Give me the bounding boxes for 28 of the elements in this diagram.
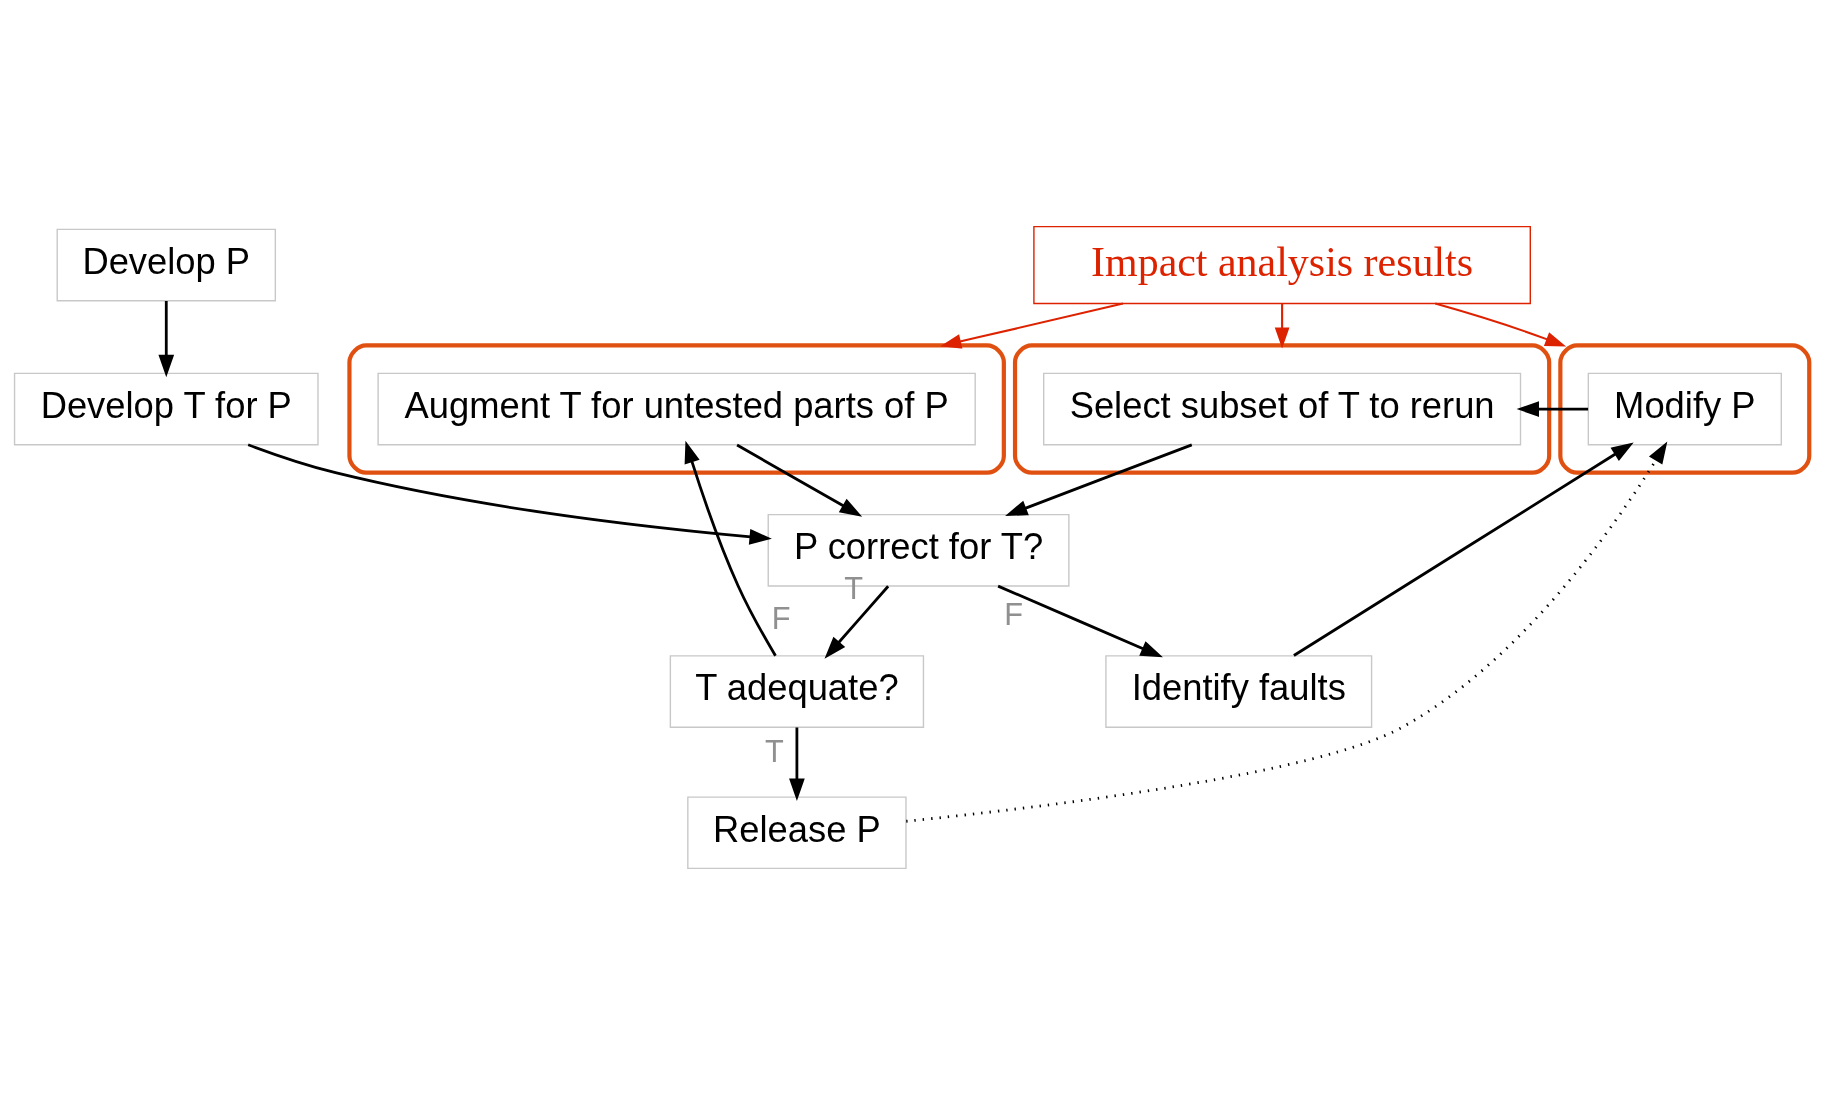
cluster xyxy=(1558,342,1812,475)
edge-label: F xyxy=(771,600,791,636)
node-box: Augment T for untested parts of P xyxy=(377,372,976,445)
node-box: Select subset of T to rerun xyxy=(1043,372,1522,445)
arrow xyxy=(1293,442,1634,657)
node-box: Release P xyxy=(687,795,907,869)
node-box: Develop T for P xyxy=(13,372,319,445)
arrow xyxy=(684,440,777,656)
arrow xyxy=(1434,302,1567,347)
arrow xyxy=(940,302,1124,349)
arrow xyxy=(1274,303,1290,349)
arrow xyxy=(906,440,1668,823)
edge-label: T xyxy=(765,733,784,769)
node-box: T adequate? xyxy=(669,654,925,728)
node-box: Impact analysis results xyxy=(1033,225,1531,304)
arrow xyxy=(1516,400,1589,417)
edge-label: F xyxy=(1004,596,1024,632)
arrow xyxy=(247,442,772,545)
arrow xyxy=(736,443,863,517)
arrow xyxy=(824,584,890,659)
node-box: Modify P xyxy=(1587,372,1782,445)
cluster xyxy=(347,342,1006,475)
node-box: Develop P xyxy=(56,228,277,301)
cluster xyxy=(1012,342,1552,475)
arrow xyxy=(997,584,1163,657)
arrow xyxy=(158,300,175,377)
arrow xyxy=(789,727,805,801)
node-box: Identify faults xyxy=(1105,654,1373,728)
